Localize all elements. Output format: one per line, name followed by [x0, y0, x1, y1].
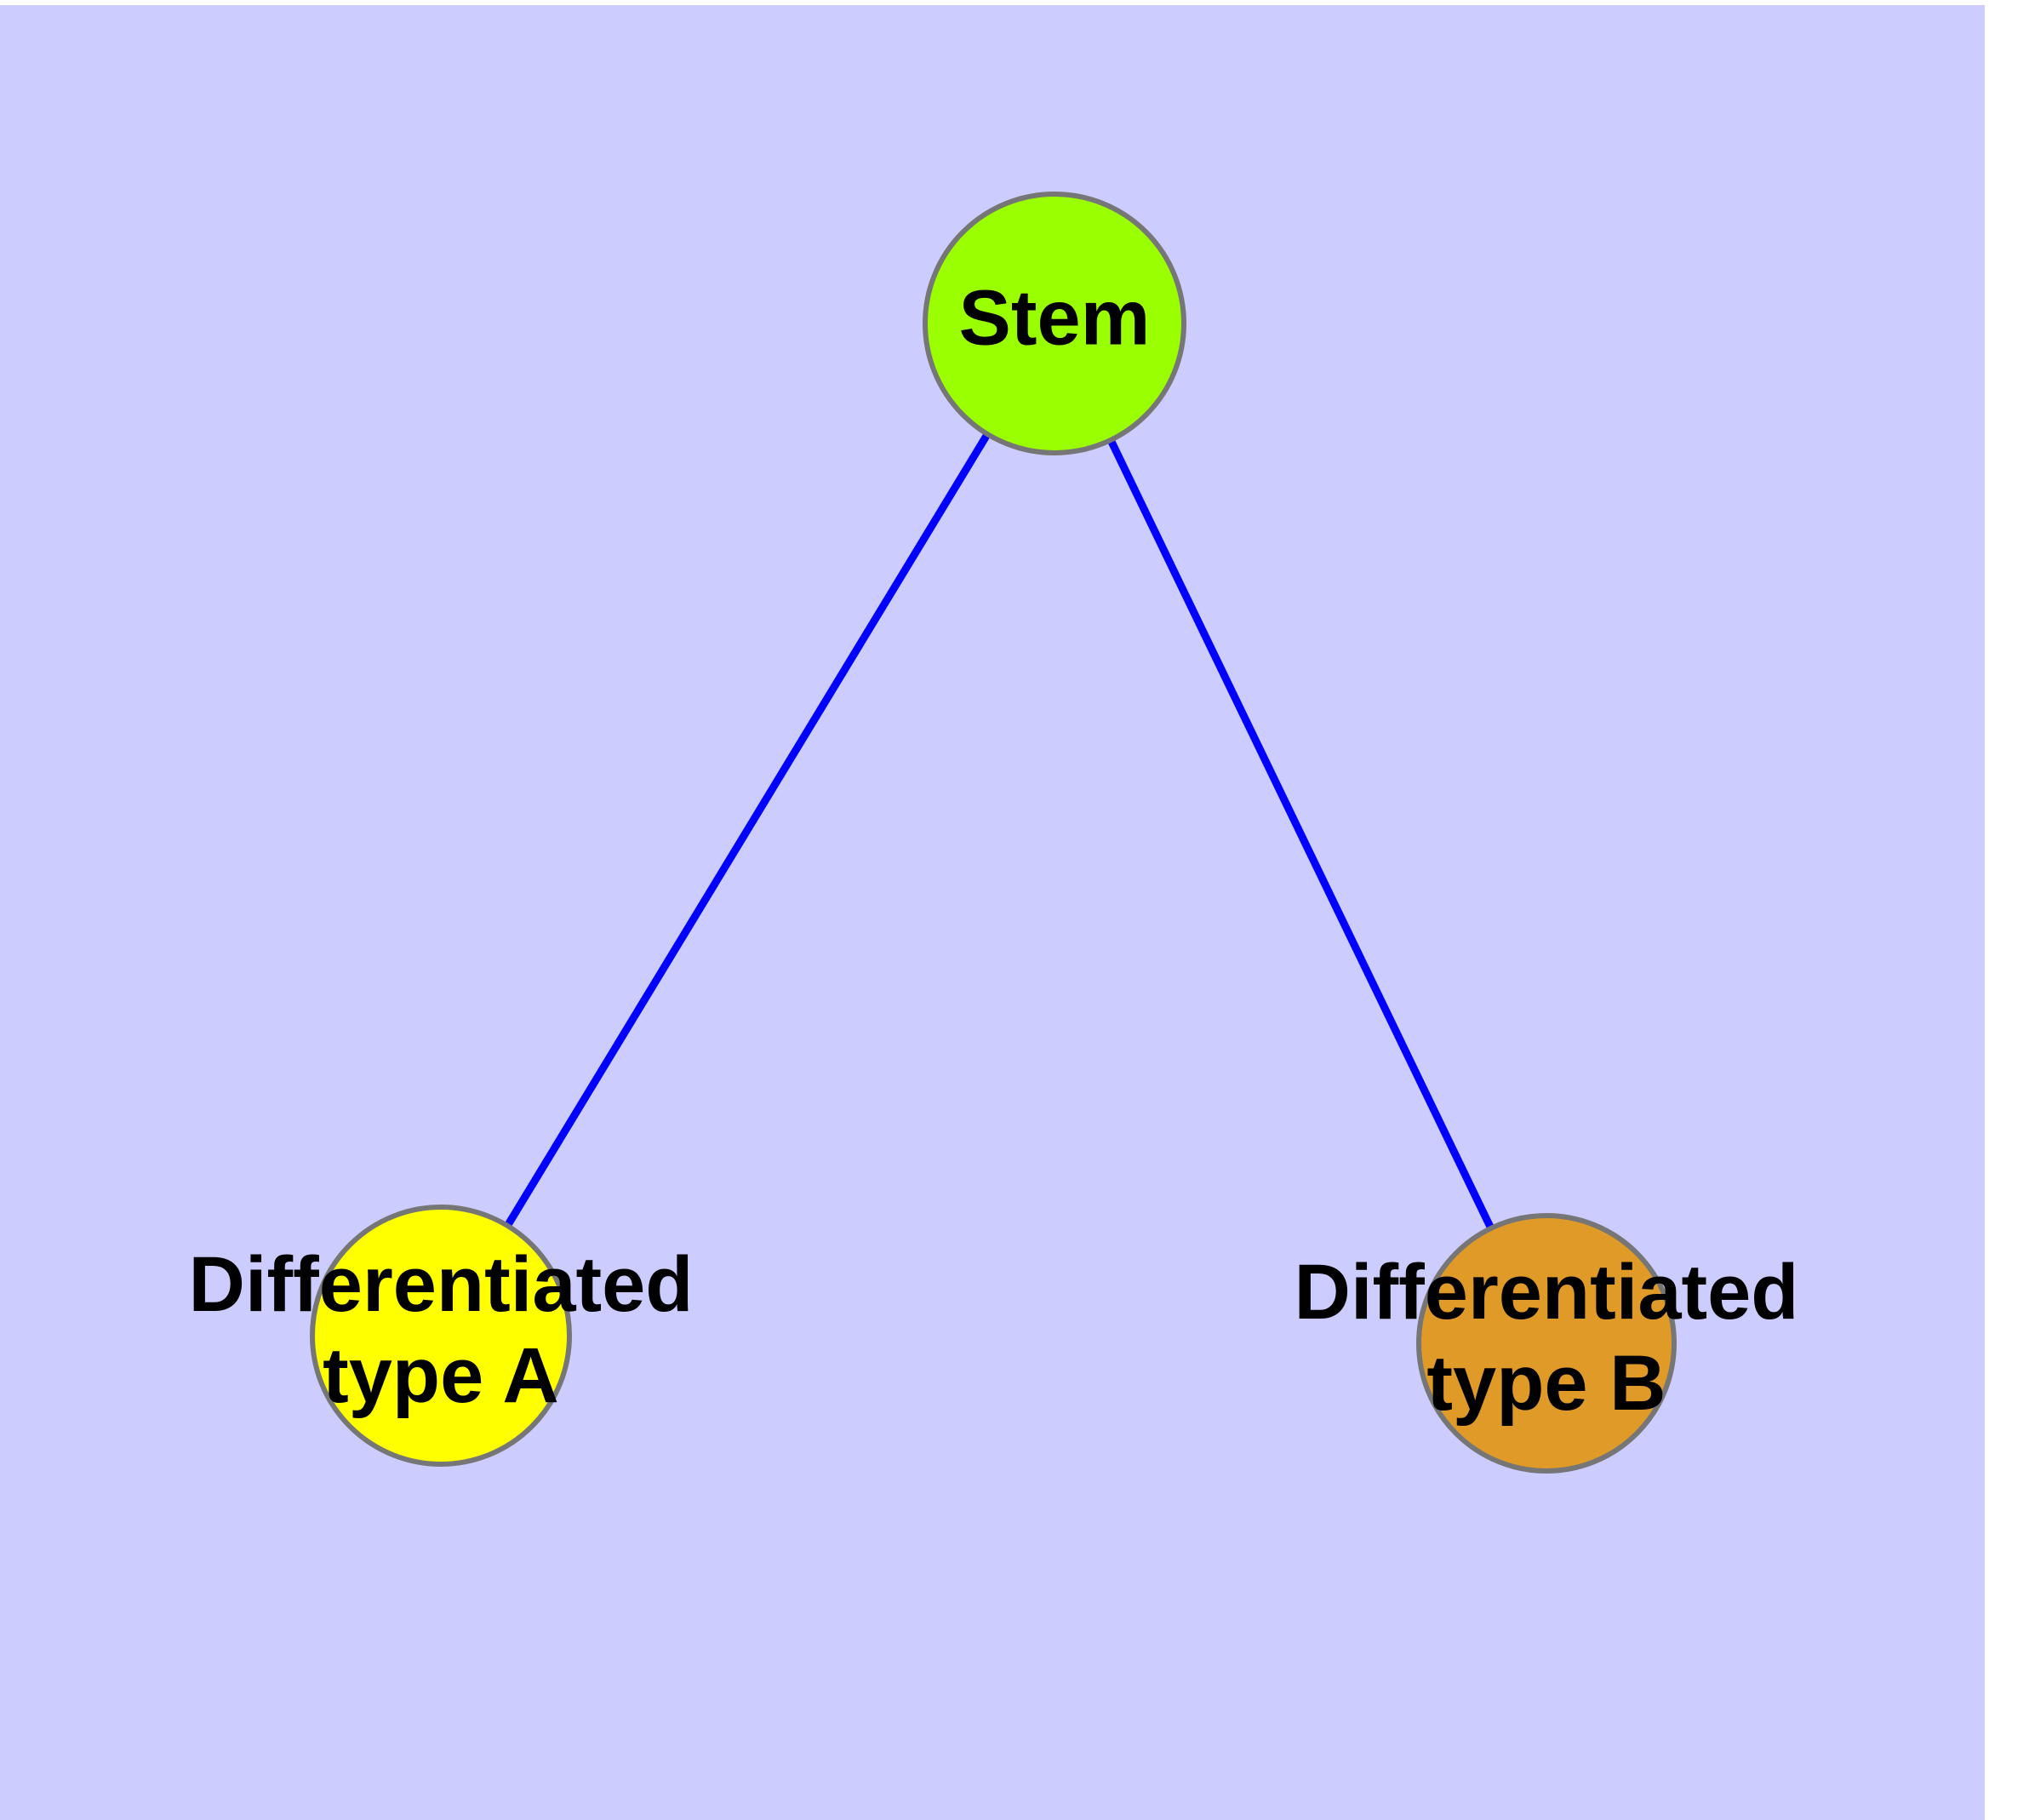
node-circle-diff_a[interactable] [310, 1205, 572, 1467]
node-label-diff_a-line-1: Differentiated [189, 1241, 694, 1328]
graph-node-stem[interactable]: Stem [923, 192, 1186, 455]
node-label-stem-line-1: Stem [959, 274, 1151, 361]
node-label-diff_b-line-2: type B [1426, 1340, 1666, 1427]
node-label-diff_b-line-1: Differentiated [1295, 1249, 1799, 1336]
graph-edge-stem-to-diff_b [1050, 322, 1551, 1345]
node-circle-diff_b[interactable] [1416, 1213, 1677, 1474]
graph-edge-stem-to-diff_a [437, 321, 1058, 1338]
node-label-diff_a-line-2: type A [323, 1332, 559, 1419]
node-circle-stem[interactable] [923, 192, 1186, 455]
edges-group [437, 321, 1551, 1345]
